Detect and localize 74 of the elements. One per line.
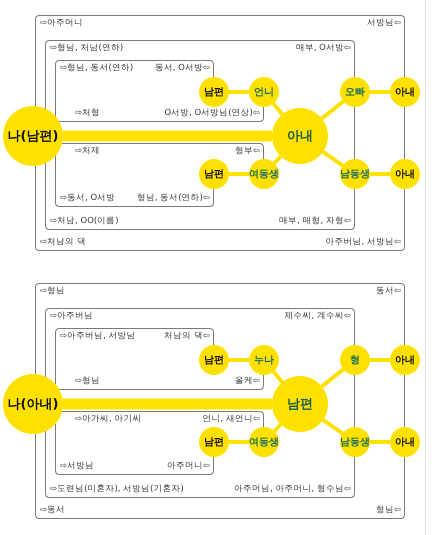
outline-box [55,143,264,160]
person-circle: 나(남편) [3,106,63,166]
outline-box [55,411,264,428]
connector-line [322,150,344,168]
connector-line [229,90,249,94]
person-circle: 여동생 [249,427,279,457]
connector-line [63,130,272,142]
person-circle: 아내 [390,427,420,457]
person-circle: 형 [340,345,370,375]
term-label: ⇨도련님(미혼자), 서방님(기혼자) [50,484,184,495]
term-label: 제수씨, 계수씨⇦ [284,311,351,322]
person-circle: 남동생 [340,159,370,189]
term-label: 서방님⇦ [366,18,401,29]
term-label: ⇨처제 [75,146,100,157]
term-label: ⇨형님, 처남(연하) [50,43,124,54]
term-label: ⇨형님, 동서(연하) [60,63,134,74]
person-circle: 오빠 [340,77,370,107]
term-label: 형님, 동서(연하)⇦ [136,193,210,204]
person-circle: 언니 [249,77,279,107]
term-label: ⇨동서 [40,505,66,516]
term-label: 아주머니⇦ [166,461,210,472]
person-circle: 남편 [199,77,229,107]
outline-box [55,100,264,122]
term-label: 매부, O서방⇦ [296,43,351,54]
term-label: 아주버님, 서방님⇦ [325,237,401,248]
term-label: ⇨형님 [40,286,66,297]
term-label: 형부⇦ [234,146,260,157]
outline-box [55,368,264,390]
connector-line [272,422,282,432]
connector-line [272,102,284,116]
term-label: 아주머님, 아주머니, 형수님⇦ [234,484,351,495]
term-label: ⇨아가씨, 아기씨 [75,414,142,425]
person-circle: 여동생 [249,159,279,189]
term-label: 동서, O서방⇦ [154,63,210,74]
term-label: ⇨아주버님, 서방님 [60,331,136,342]
connector-line [320,100,345,120]
person-circle: 아내 [390,159,420,189]
term-label: ⇨아주버님 [50,311,94,322]
connector-line [370,440,390,444]
term-label: ⇨처남의 댁 [40,237,86,248]
connector-line [63,398,272,410]
term-label: ⇨동서, O서방 [60,193,116,204]
connector-line [322,418,344,436]
term-label: O서방, O서방님(연상)⇦ [164,108,260,119]
connector-line [370,90,390,94]
term-label: 올케⇦ [234,376,260,387]
person-circle: 아내 [390,77,420,107]
term-label: 형님⇦ [376,505,401,516]
term-label: ⇨아주머니 [40,18,84,29]
connector-line [370,358,390,362]
person-circle: 남편 [199,345,229,375]
term-label: ⇨처형 [75,108,100,119]
connector-line [229,172,249,176]
term-label: 동서⇦ [376,286,401,297]
person-circle: 아내 [272,108,328,164]
connector-line [272,370,284,384]
term-label: ⇨형님 [75,376,100,387]
connector-line [229,440,249,444]
person-circle: 아내 [390,345,420,375]
person-circle: 남동생 [340,427,370,457]
term-label: ⇨서방님 [60,461,94,472]
person-circle: 남편 [199,427,229,457]
connector-line [229,358,249,362]
person-circle: 누나 [249,345,279,375]
person-circle: 남편 [272,376,328,432]
term-label: 매부, 매형, 자형⇦ [279,216,351,227]
connector-line [370,172,390,176]
person-circle: 나(아내) [3,374,63,434]
person-circle: 남편 [199,159,229,189]
term-label: 처남의 댁⇦ [164,331,210,342]
connector-line [320,368,345,388]
term-label: ⇨처남, OO(이름) [50,216,119,227]
connector-line [272,154,282,164]
term-label: 언니, 새언니⇦ [202,414,260,425]
